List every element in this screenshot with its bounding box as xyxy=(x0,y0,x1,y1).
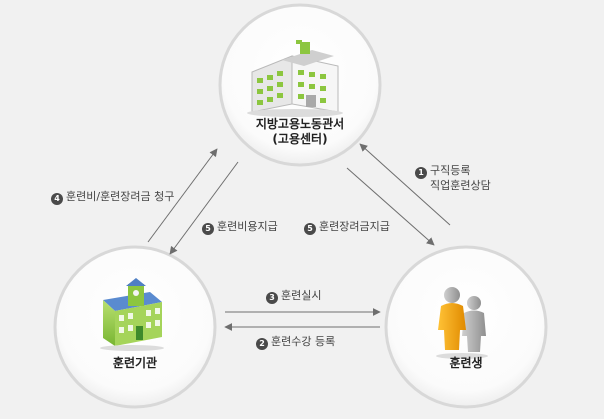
step-4-badge: 4 xyxy=(51,193,63,205)
training-institution-label: 훈련기관 xyxy=(95,356,175,371)
labor-office-label: 지방고용노동관서 (고용센터) xyxy=(240,117,360,147)
people-icon xyxy=(436,287,488,359)
trainee-title: 훈련생 xyxy=(449,356,483,370)
step-1-text-line2: 직업훈련상담 xyxy=(430,179,491,192)
school-building-icon xyxy=(100,278,164,351)
step-1-badge: 1 xyxy=(415,167,427,179)
labor-office-subtitle: (고용센터) xyxy=(272,132,328,146)
step-4-text: 훈련비/훈련장려금 청구 xyxy=(66,190,175,203)
training-institution-title: 훈련기관 xyxy=(112,356,158,370)
trainee-label: 훈련생 xyxy=(426,356,506,371)
arrow-claim-to-office xyxy=(147,148,218,243)
arrow-office-to-institution xyxy=(169,161,239,255)
step-2-text: 훈련수강 등록 xyxy=(271,335,336,348)
step-5b-text: 훈련장려금지급 xyxy=(319,220,390,233)
step-2-badge: 2 xyxy=(256,338,268,350)
step-3-text: 훈련실시 xyxy=(281,289,322,302)
arrow-office-to-trainee xyxy=(346,167,435,246)
step-5a-text: 훈련비용지급 xyxy=(217,220,278,233)
step-3-badge: 3 xyxy=(266,292,278,304)
labor-office-title: 지방고용노동관서 xyxy=(255,117,345,131)
office-building-icon xyxy=(247,40,343,117)
step-5a-badge: 5 xyxy=(202,223,214,235)
arrow-trainee-to-office xyxy=(359,143,451,226)
step-5b-badge: 5 xyxy=(304,223,316,235)
step-1-text-line1: 구직등록 xyxy=(430,164,471,177)
